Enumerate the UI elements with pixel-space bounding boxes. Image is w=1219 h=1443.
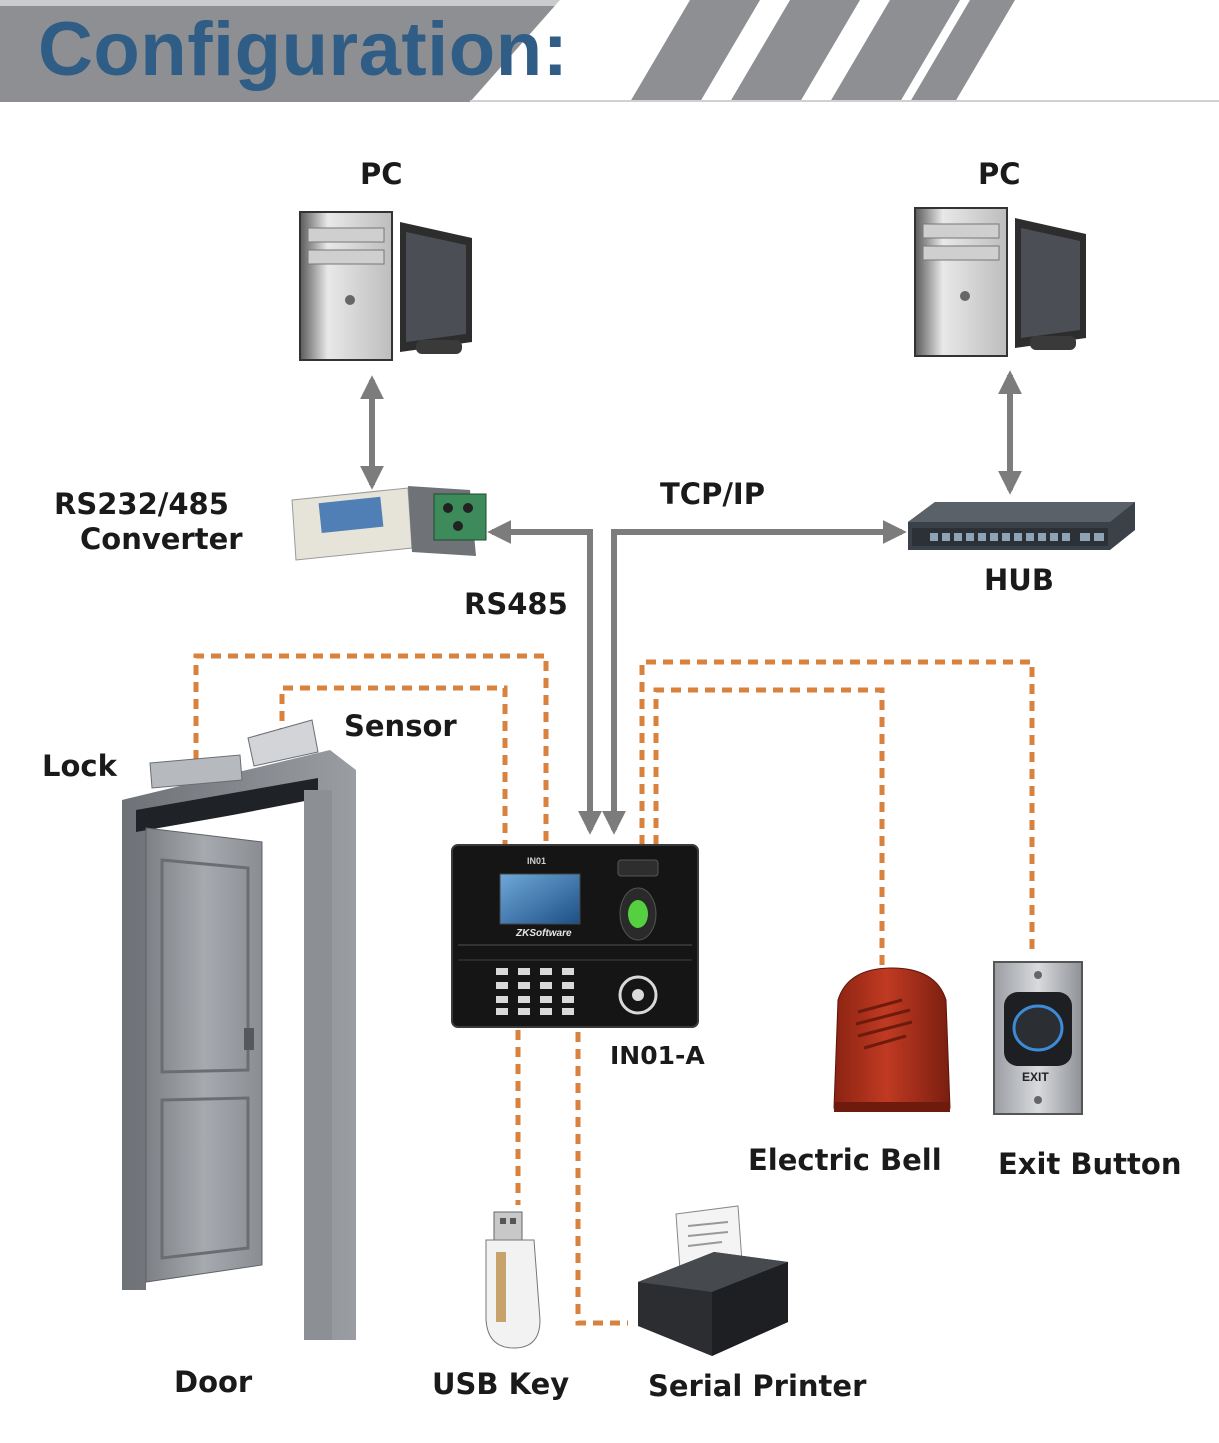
converter-label-line2: Converter <box>80 522 243 556</box>
exit-plate-text: EXIT <box>1022 1070 1049 1084</box>
rs485-label: RS485 <box>464 587 568 621</box>
exit-button-wire <box>639 659 1035 955</box>
converter-icon <box>291 486 487 561</box>
serial-printer-label: Serial Printer <box>648 1369 867 1403</box>
sensor-label: Sensor <box>344 709 457 743</box>
page-title: Configuration: <box>38 7 569 92</box>
header-banner <box>0 0 1219 102</box>
pc-right-label: PC <box>978 157 1021 191</box>
exit-button-label: Exit Button <box>998 1147 1182 1181</box>
door-icon <box>122 719 356 1340</box>
exit-button-icon <box>993 961 1083 1115</box>
dashed-wires <box>193 653 1035 1326</box>
device-model-text: IN01 <box>527 856 547 866</box>
electric-bell-icon <box>833 967 951 1112</box>
serial-printer-icon <box>638 1205 788 1356</box>
tcpip-wire <box>602 520 907 835</box>
usb-key-icon <box>485 1211 541 1349</box>
lock-label: Lock <box>42 749 117 783</box>
lock-wire <box>193 653 549 845</box>
pc-left-label: PC <box>360 157 403 191</box>
in01a-device-icon <box>451 844 699 1028</box>
sensor-wire <box>279 685 508 845</box>
device-label: IN01-A <box>610 1041 705 1070</box>
converter-label-line1: RS232/485 <box>54 487 229 521</box>
device-brand-text: ZKSoftware <box>516 928 572 939</box>
printer-wire <box>575 1032 628 1326</box>
bell-wire <box>653 687 885 980</box>
usb-key-label: USB Key <box>432 1367 570 1401</box>
pc-left-icon <box>299 211 472 361</box>
door-label: Door <box>174 1365 253 1399</box>
hub-icon <box>908 502 1135 550</box>
rs485-wire <box>487 520 602 835</box>
tcpip-label: TCP/IP <box>660 477 765 511</box>
hub-label: HUB <box>984 563 1054 597</box>
pc-right-icon <box>914 207 1086 357</box>
electric-bell-label: Electric Bell <box>748 1143 942 1177</box>
